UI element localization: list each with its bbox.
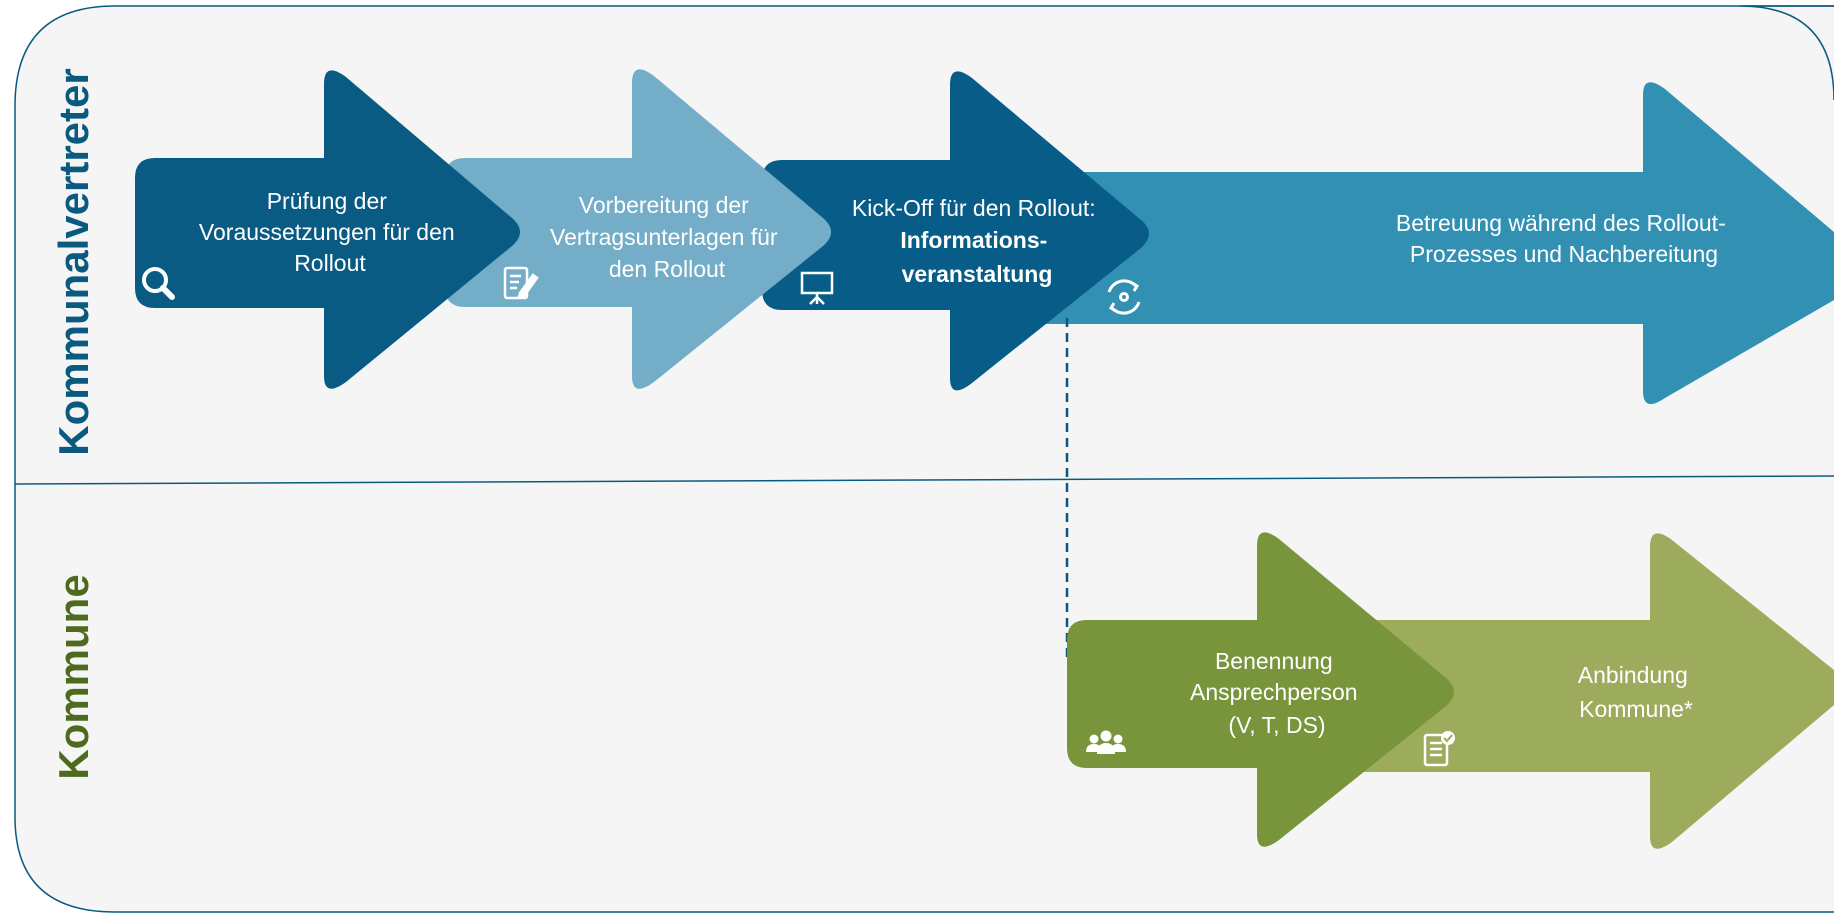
lane-label-kommune: Kommune xyxy=(50,574,97,779)
presentation-board-icon xyxy=(800,271,834,305)
step-betreuung-arrow: Betreuung während des Rollout- Prozesses… xyxy=(1000,82,1834,405)
step-kickoff-arrow: Kick-Off für den Rollout: Informations- … xyxy=(762,71,1149,391)
step-kickoff-text-3: veranstaltung xyxy=(902,261,1053,287)
step-vorbereitung-text-2: Vertragsunterlagen für xyxy=(550,224,778,250)
step-benennung-arrow: Benennung Ansprechperson (V, T, DS) xyxy=(1067,532,1454,847)
step-anbindung-text-2: Kommune* xyxy=(1579,696,1693,722)
step-pruefung-arrow: Prüfung der Voraussetzungen für den Roll… xyxy=(135,70,520,389)
svg-text:Betreuung während des Rollout-: Betreuung während des Rollout- Prozesses… xyxy=(1396,210,1732,267)
step-benennung-text-1: Benennung xyxy=(1215,648,1333,674)
diagram-panel xyxy=(14,5,1834,913)
lane-label-kommunalvertreter: Kommunalvertreter xyxy=(50,68,97,455)
document-edit-icon xyxy=(503,266,539,300)
people-group-icon xyxy=(1086,730,1126,754)
step-anbindung-arrow: Anbindung Kommune* xyxy=(1350,533,1834,849)
svg-text:Prüfung der Voraussetzun: Prüfung der Voraussetzungen für den Roll… xyxy=(199,188,461,276)
checklist-icon xyxy=(1423,731,1455,767)
step-kickoff-text-2: Informations- xyxy=(900,227,1047,253)
step-benennung-text-2: Ansprechperson xyxy=(1190,679,1358,705)
step-benennung-text-3: (V, T, DS) xyxy=(1228,712,1325,738)
step-pruefung-text-3: Rollout xyxy=(294,250,366,276)
step-kickoff-text-1: Kick-Off für den Rollout: xyxy=(852,195,1096,221)
step-pruefung-text-2: Voraussetzungen für den xyxy=(199,219,455,245)
step-vorbereitung-text-3: den Rollout xyxy=(609,256,726,282)
step-betreuung-text-1: Betreuung während des Rollout- xyxy=(1396,210,1726,236)
panel-corner xyxy=(1739,5,1834,101)
step-vorbereitung-text-1: Vorbereitung der xyxy=(579,192,749,218)
search-icon xyxy=(142,267,175,300)
svg-text:Anbindung Kommune*: Anbindung Kommune* xyxy=(1578,662,1694,722)
step-anbindung-text-1: Anbindung xyxy=(1578,662,1688,688)
refresh-gear-icon xyxy=(1107,279,1141,315)
lane-divider xyxy=(14,475,1834,485)
step-pruefung-text-1: Prüfung der xyxy=(267,188,388,214)
svg-text:Benennung Ansprechperson: Benennung Ansprechperson (V, T, DS) xyxy=(1190,648,1364,738)
svg-text:Vorbereitung der Vertrag: Vorbereitung der Vertragsunterlagen für … xyxy=(550,192,784,282)
step-vorbereitung-arrow: Vorbereitung der Vertragsunterlagen für … xyxy=(445,69,831,389)
step-betreuung-text-2: Prozesses und Nachbereitung xyxy=(1410,241,1718,267)
svg-text:Kick-Off für den Rollout:: Kick-Off für den Rollout: Informations- … xyxy=(852,195,1102,287)
